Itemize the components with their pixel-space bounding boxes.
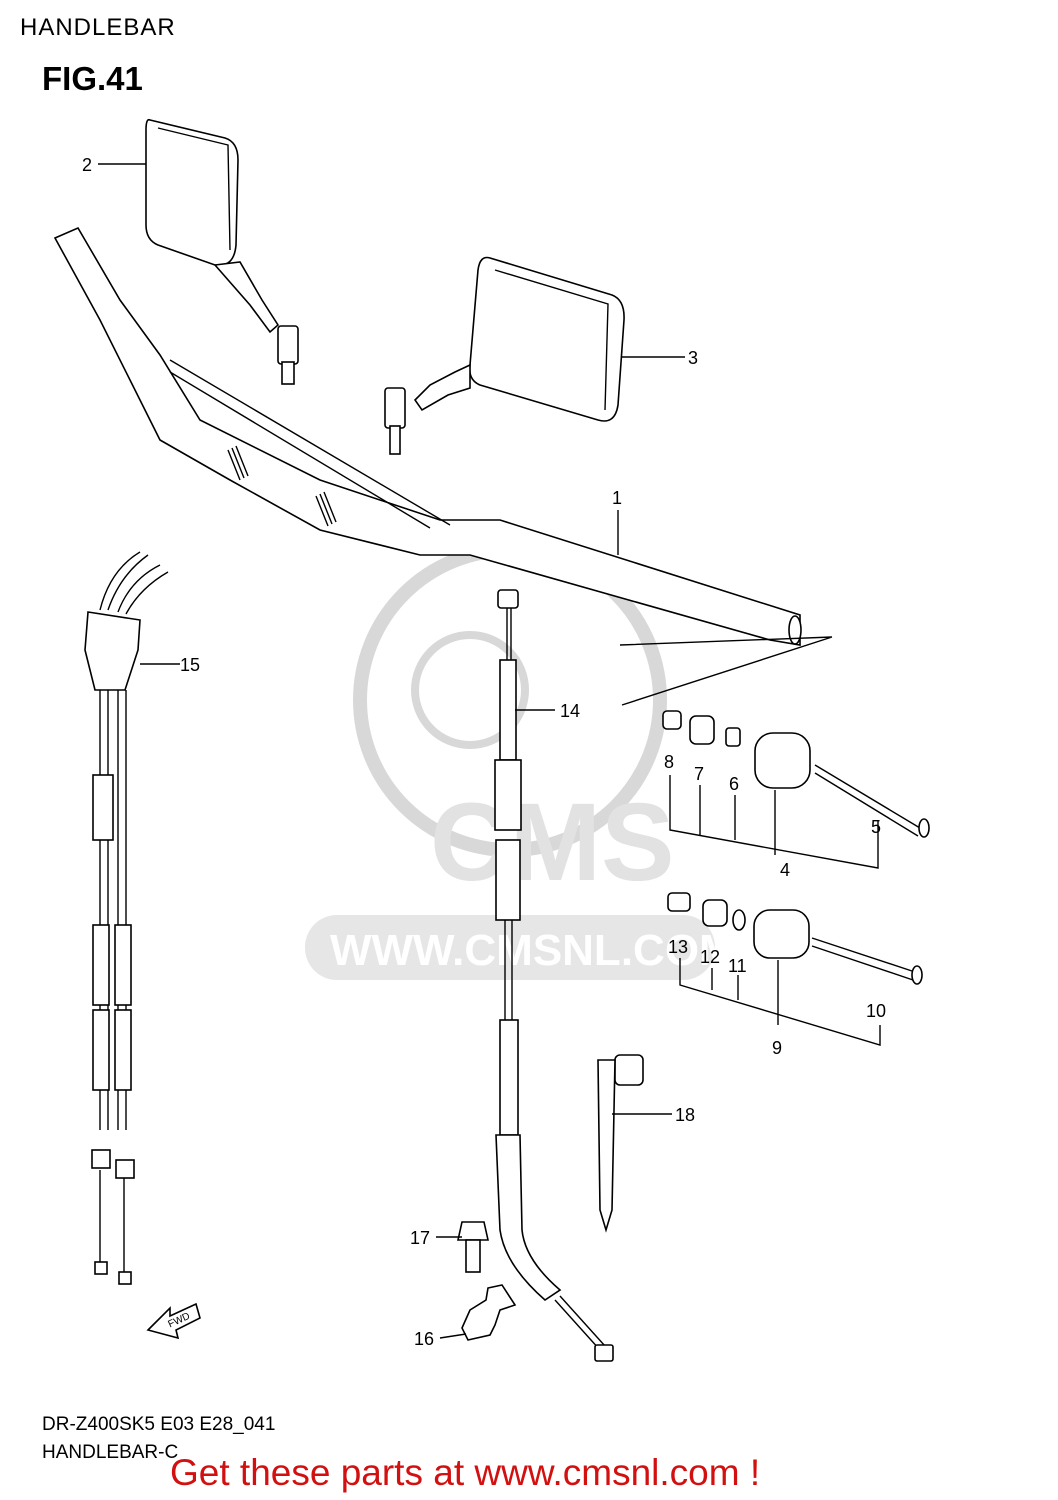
watermark-face — [411, 631, 529, 749]
part-mirror-left[interactable] — [145, 118, 299, 385]
leader-lines — [98, 163, 881, 1339]
callout-2: 2 — [82, 155, 92, 175]
callout-labels: 1 2 3 4 5 6 7 8 9 10 11 12 13 14 15 16 1… — [82, 155, 886, 1349]
part-clutch-cable[interactable] — [494, 589, 614, 1362]
watermark: CMS WWW.CMSNL.COM — [305, 543, 736, 980]
section-title: HANDLEBAR — [20, 14, 176, 41]
diagram-name: HANDLEBAR-C — [42, 1442, 179, 1463]
callout-5: 5 — [871, 817, 881, 837]
callout-10: 10 — [866, 1001, 886, 1021]
callout-9: 9 — [772, 1038, 782, 1058]
callout-14: 14 — [560, 701, 580, 721]
part-bolt[interactable] — [457, 1221, 489, 1273]
callout-1: 1 — [612, 488, 622, 508]
part-throttle-cables[interactable] — [84, 551, 169, 1285]
callout-7: 7 — [694, 764, 704, 784]
watermark-brand: CMS — [430, 781, 674, 904]
callout-12: 12 — [700, 947, 720, 967]
part-bar-end-upper[interactable] — [662, 710, 930, 838]
fwd-arrow-icon: FWD — [146, 1302, 201, 1340]
watermark-url: WWW.CMSNL.COM — [330, 926, 736, 975]
callout-18: 18 — [675, 1105, 695, 1125]
callout-15: 15 — [180, 655, 200, 675]
part-bar-end-lower[interactable] — [667, 892, 923, 985]
callout-16: 16 — [414, 1329, 434, 1349]
part-cable-tie[interactable] — [597, 1054, 644, 1233]
callout-4: 4 — [780, 860, 790, 880]
callout-17: 17 — [410, 1228, 430, 1248]
figure-label: FIG.41 — [42, 60, 143, 97]
callout-3: 3 — [688, 348, 698, 368]
promo-link[interactable]: Get these parts at www.cmsnl.com ! — [170, 1452, 761, 1493]
callout-13: 13 — [668, 937, 688, 957]
watermark-url-pill — [305, 915, 715, 980]
part-handlebar[interactable] — [53, 226, 802, 646]
part-mirror-right[interactable] — [384, 256, 625, 455]
part-clamp[interactable] — [461, 1284, 517, 1341]
callout-6: 6 — [729, 774, 739, 794]
model-code: DR-Z400SK5 E03 E28_041 — [42, 1414, 276, 1435]
callout-8: 8 — [664, 752, 674, 772]
callout-11: 11 — [728, 956, 747, 976]
